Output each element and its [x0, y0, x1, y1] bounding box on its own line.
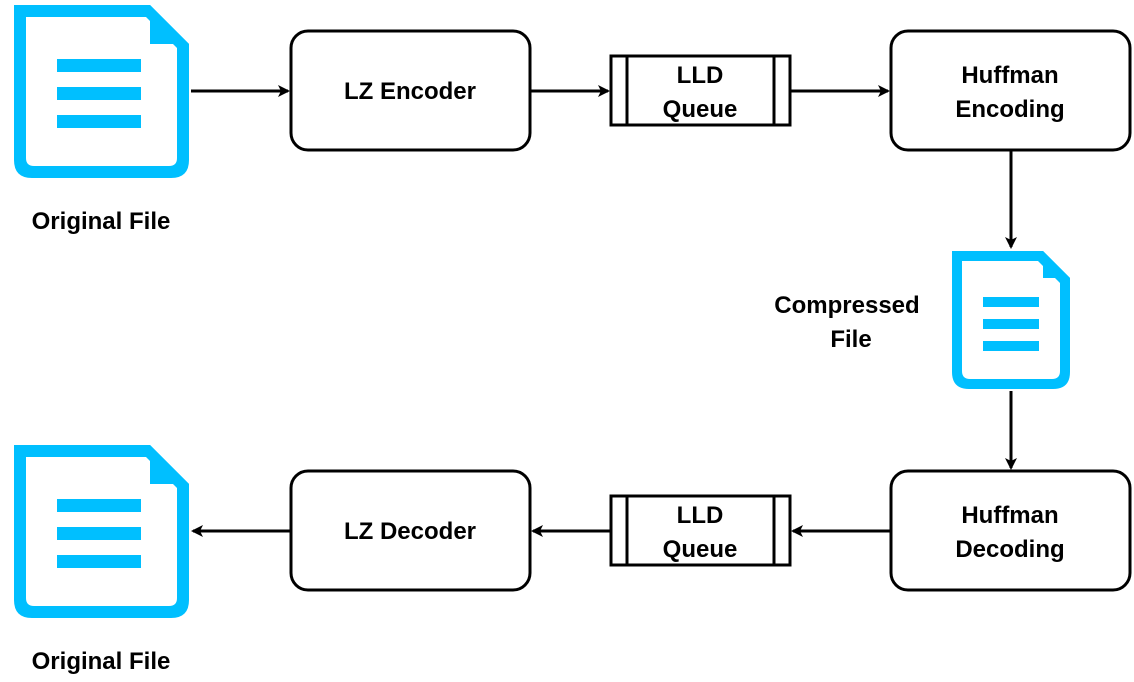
document-icon — [14, 5, 189, 178]
document-icon — [14, 445, 189, 618]
huffman-encoding-line1: Huffman — [961, 62, 1058, 89]
document-icon — [952, 251, 1070, 389]
lld-queue-top-node: LLD Queue — [609, 54, 792, 127]
original-file-top-label: Original File — [32, 208, 171, 235]
lz-decoder-label: LZ Decoder — [344, 518, 476, 545]
compressed-file-label-line1: Compressed — [774, 292, 919, 319]
compressed-file-label-line2: File — [830, 326, 871, 353]
lz-encoder-label: LZ Encoder — [344, 78, 476, 105]
huffman-decoding-line1: Huffman — [961, 502, 1058, 529]
lld-queue-bottom-line1: LLD — [677, 502, 724, 529]
original-file-bottom-label: Original File — [32, 648, 171, 675]
huffman-decoding-node: Huffman Decoding — [889, 469, 1132, 592]
original-file-top: Original File — [14, 5, 189, 235]
lz-decoder-node: LZ Decoder — [289, 469, 532, 592]
huffman-decoding-line2: Decoding — [955, 536, 1064, 563]
lld-queue-bottom-node: LLD Queue — [609, 494, 792, 567]
original-file-bottom: Original File — [14, 445, 189, 675]
compressed-file: Compressed File — [774, 251, 1070, 389]
lz-encoder-node: LZ Encoder — [289, 29, 532, 152]
lld-queue-top-line2: Queue — [663, 96, 738, 123]
huffman-encoding-line2: Encoding — [955, 96, 1064, 123]
edges — [191, 85, 1017, 537]
lld-queue-top-line1: LLD — [677, 62, 724, 89]
huffman-encoding-node: Huffman Encoding — [889, 29, 1132, 152]
lld-queue-bottom-line2: Queue — [663, 536, 738, 563]
